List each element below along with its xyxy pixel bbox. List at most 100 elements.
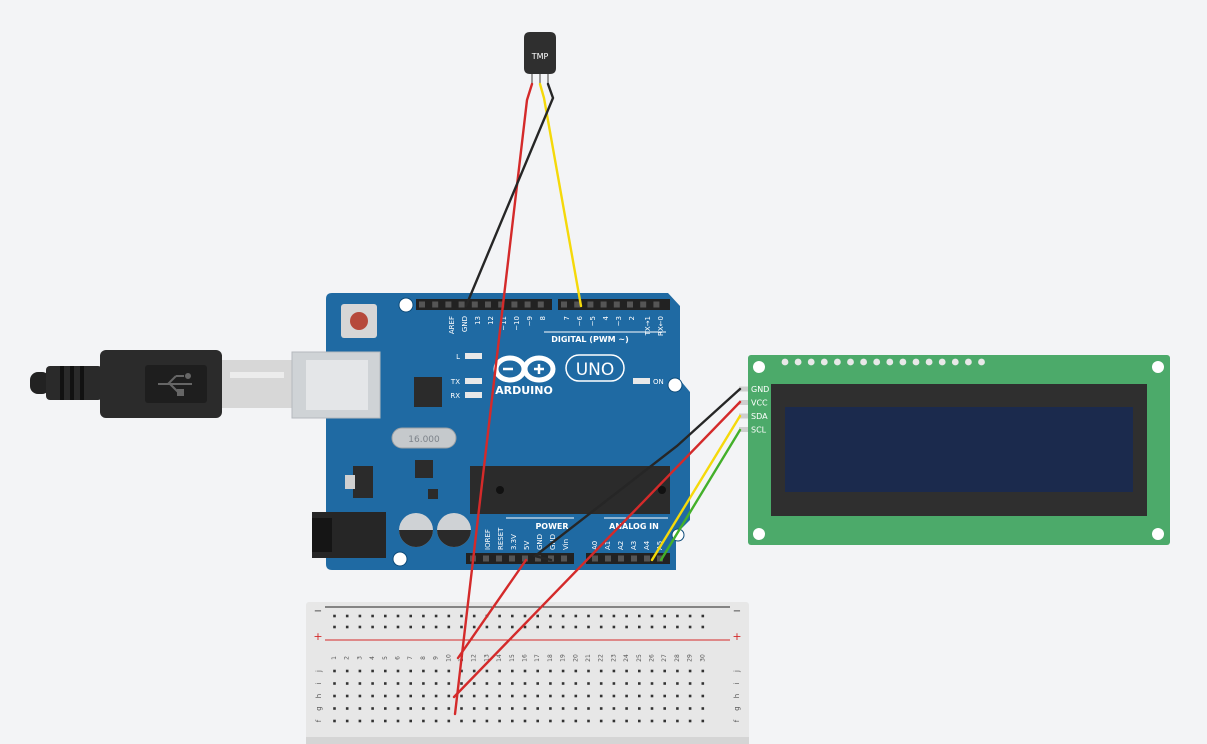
breadboard-hole[interactable]	[485, 694, 489, 698]
rail-hole[interactable]	[599, 625, 603, 629]
rail-hole[interactable]	[650, 614, 654, 618]
breadboard-hole[interactable]	[599, 682, 603, 685]
breadboard-hole[interactable]	[625, 694, 628, 698]
analog-pin-hole[interactable]	[631, 555, 637, 562]
breadboard-hole[interactable]	[485, 682, 489, 685]
breadboard-hole[interactable]	[472, 719, 476, 723]
breadboard-hole[interactable]	[460, 694, 463, 698]
breadboard-hole[interactable]	[676, 682, 679, 685]
breadboard-hole[interactable]	[396, 707, 400, 710]
breadboard-hole[interactable]	[574, 694, 578, 698]
breadboard-hole[interactable]	[460, 707, 463, 710]
breadboard-hole[interactable]	[447, 694, 451, 698]
rail-hole[interactable]	[345, 614, 349, 618]
power-pin-hole[interactable]	[483, 555, 489, 562]
rail-hole[interactable]	[638, 614, 641, 618]
analog-pin-hole[interactable]	[618, 555, 624, 562]
breadboard-hole[interactable]	[701, 682, 705, 685]
breadboard-hole[interactable]	[371, 719, 374, 723]
breadboard-hole[interactable]	[384, 669, 387, 673]
breadboard-hole[interactable]	[358, 694, 362, 698]
rail-hole[interactable]	[663, 614, 666, 618]
wire-sensor-signal[interactable]	[538, 82, 583, 308]
breadboard-hole[interactable]	[498, 719, 501, 723]
breadboard-hole[interactable]	[498, 682, 501, 685]
breadboard-hole[interactable]	[511, 719, 514, 723]
breadboard-hole[interactable]	[688, 719, 692, 723]
breadboard-hole[interactable]	[511, 669, 514, 673]
breadboard-hole[interactable]	[638, 682, 641, 685]
breadboard-hole[interactable]	[650, 669, 654, 673]
breadboard-hole[interactable]	[511, 694, 514, 698]
breadboard-hole[interactable]	[574, 669, 578, 673]
digital-pin-hole[interactable]	[537, 301, 544, 308]
digital-pin-hole[interactable]	[498, 301, 505, 308]
rail-hole[interactable]	[574, 614, 578, 618]
rail-hole[interactable]	[460, 614, 463, 618]
breadboard-hole[interactable]	[701, 694, 705, 698]
breadboard-hole[interactable]	[587, 707, 590, 710]
breadboard-hole[interactable]	[358, 707, 362, 710]
rail-hole[interactable]	[549, 625, 552, 629]
breadboard-hole[interactable]	[676, 719, 679, 723]
tmp36-sensor[interactable]: TMP	[524, 32, 556, 84]
rail-hole[interactable]	[612, 614, 616, 618]
power-pin-hole[interactable]	[535, 555, 541, 562]
breadboard-hole[interactable]	[384, 707, 387, 710]
breadboard-hole[interactable]	[396, 694, 400, 698]
digital-pin-hole[interactable]	[432, 301, 439, 308]
rail-hole[interactable]	[358, 614, 362, 618]
breadboard-hole[interactable]	[663, 694, 666, 698]
rail-hole[interactable]	[498, 614, 501, 618]
breadboard-hole[interactable]	[638, 694, 641, 698]
breadboard-hole[interactable]	[434, 707, 438, 710]
breadboard-hole[interactable]	[599, 669, 603, 673]
breadboard-hole[interactable]	[625, 719, 628, 723]
power-pin-hole[interactable]	[522, 555, 528, 562]
rail-hole[interactable]	[409, 614, 412, 618]
rail-hole[interactable]	[511, 625, 514, 629]
breadboard-hole[interactable]	[345, 669, 349, 673]
breadboard-hole[interactable]	[472, 682, 476, 685]
breadboard-hole[interactable]	[333, 682, 336, 685]
breadboard-hole[interactable]	[498, 669, 501, 673]
breadboard-hole[interactable]	[434, 719, 438, 723]
lcd-pin[interactable]	[739, 400, 748, 405]
digital-pin-hole[interactable]	[511, 301, 518, 308]
breadboard-hole[interactable]	[434, 669, 438, 673]
wires[interactable]	[452, 82, 742, 716]
digital-pin-hole[interactable]	[445, 301, 452, 308]
power-pin-hole[interactable]	[509, 555, 515, 562]
breadboard-hole[interactable]	[676, 707, 679, 710]
breadboard-hole[interactable]	[523, 682, 527, 685]
breadboard-hole[interactable]	[599, 707, 603, 710]
breadboard-hole[interactable]	[625, 707, 628, 710]
breadboard-hole[interactable]	[688, 682, 692, 685]
breadboard-hole[interactable]	[523, 719, 527, 723]
breadboard-hole[interactable]	[587, 719, 590, 723]
breadboard-hole[interactable]	[345, 682, 349, 685]
breadboard-hole[interactable]	[650, 719, 654, 723]
breadboard-hole[interactable]	[650, 682, 654, 685]
rail-hole[interactable]	[536, 614, 539, 618]
breadboard-hole[interactable]	[460, 719, 463, 723]
digital-pin-hole[interactable]	[471, 301, 478, 308]
rail-hole[interactable]	[396, 614, 400, 618]
breadboard-hole[interactable]	[574, 682, 578, 685]
lcd-pin[interactable]	[739, 413, 748, 419]
rail-hole[interactable]	[676, 625, 679, 629]
rail-hole[interactable]	[345, 625, 349, 629]
breadboard-hole[interactable]	[536, 669, 539, 673]
breadboard-hole[interactable]	[676, 694, 679, 698]
breadboard-hole[interactable]	[599, 719, 603, 723]
breadboard-hole[interactable]	[498, 694, 501, 698]
power-pin-hole[interactable]	[548, 555, 554, 562]
breadboard-hole[interactable]	[447, 682, 451, 685]
breadboard-hole[interactable]	[422, 707, 425, 710]
breadboard-hole[interactable]	[587, 682, 590, 685]
digital-pin-hole[interactable]	[613, 301, 620, 308]
breadboard-hole[interactable]	[460, 682, 463, 685]
breadboard-hole[interactable]	[701, 719, 705, 723]
rail-hole[interactable]	[549, 614, 552, 618]
